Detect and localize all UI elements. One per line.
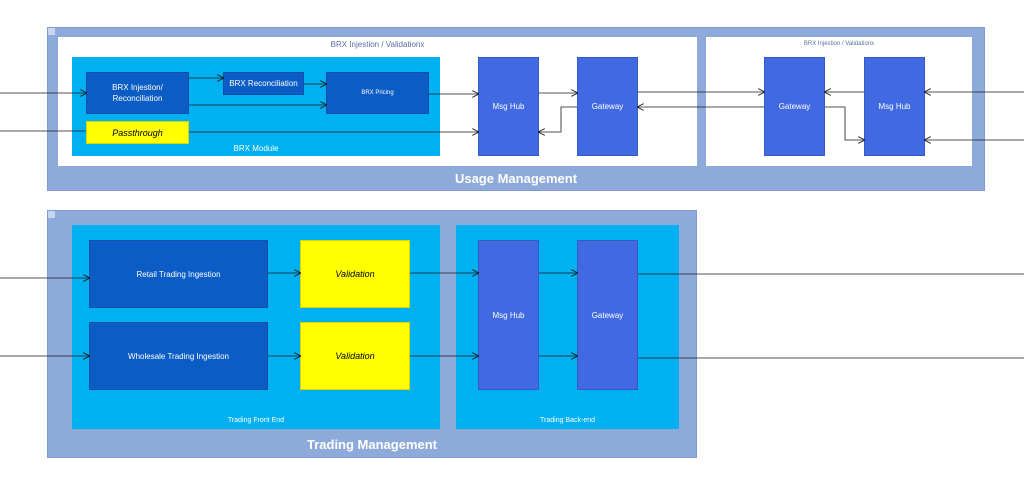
trading-front-end-label: Trading Front End — [227, 417, 285, 424]
trading-msg-hub[interactable]: Msg Hub — [478, 240, 539, 390]
validation-box-2[interactable]: Validation — [300, 322, 410, 390]
trading-corner-marker — [48, 211, 55, 218]
brx-injestion-reconciliation-label: BRX Injestion/ Reconciliation — [112, 83, 163, 103]
wholesale-trading-ingestion-label: Wholesale Trading Ingestion — [128, 351, 229, 361]
brx-injestion-reconciliation-box[interactable]: BRX Injestion/ Reconciliation — [86, 72, 189, 114]
brx-module-label: BRX Module — [233, 144, 279, 153]
trading-management-title: Trading Management — [306, 437, 438, 452]
usage-corner-marker — [48, 28, 55, 35]
wholesale-trading-ingestion-box[interactable]: Wholesale Trading Ingestion — [89, 322, 268, 390]
retail-trading-ingestion-box[interactable]: Retail Trading Ingestion — [89, 240, 268, 308]
passthrough-label: Passthrough — [112, 127, 163, 138]
usage-right-msg-hub[interactable]: Msg Hub — [864, 57, 925, 156]
usage-left-msg-hub-label: Msg Hub — [492, 102, 525, 111]
trading-back-end-label: Trading Back-end — [540, 417, 595, 424]
validation-box-1[interactable]: Validation — [300, 240, 410, 308]
usage-right-panel — [706, 37, 972, 166]
trading-msg-hub-label: Msg Hub — [492, 310, 525, 320]
usage-left-gateway-label: Gateway — [591, 102, 624, 111]
retail-trading-ingestion-label: Retail Trading Ingestion — [136, 269, 221, 279]
brx-pricing-box[interactable]: BRX Pricing — [326, 72, 429, 114]
usage-management-title: Usage Management — [454, 171, 578, 186]
usage-right-panel-title: BRX Injestion / Validationx — [803, 41, 875, 47]
usage-right-gateway-label: Gateway — [778, 102, 811, 111]
brx-reconciliation-box[interactable]: BRX Reconciliation — [223, 72, 304, 95]
validation-label-1: Validation — [335, 269, 375, 279]
usage-left-gateway[interactable]: Gateway — [577, 57, 638, 156]
usage-left-msg-hub[interactable]: Msg Hub — [478, 57, 539, 156]
passthrough-box[interactable]: Passthrough — [86, 121, 189, 144]
usage-right-msg-hub-label: Msg Hub — [878, 102, 911, 111]
brx-reconciliation-label: BRX Reconciliation — [229, 79, 298, 88]
usage-right-gateway[interactable]: Gateway — [764, 57, 825, 156]
trading-gateway[interactable]: Gateway — [577, 240, 638, 390]
usage-left-panel-title: BRX Injestion / Validationx — [330, 40, 425, 49]
brx-pricing-label: BRX Pricing — [361, 90, 394, 96]
trading-gateway-label: Gateway — [591, 310, 624, 320]
validation-label-2: Validation — [335, 351, 375, 361]
